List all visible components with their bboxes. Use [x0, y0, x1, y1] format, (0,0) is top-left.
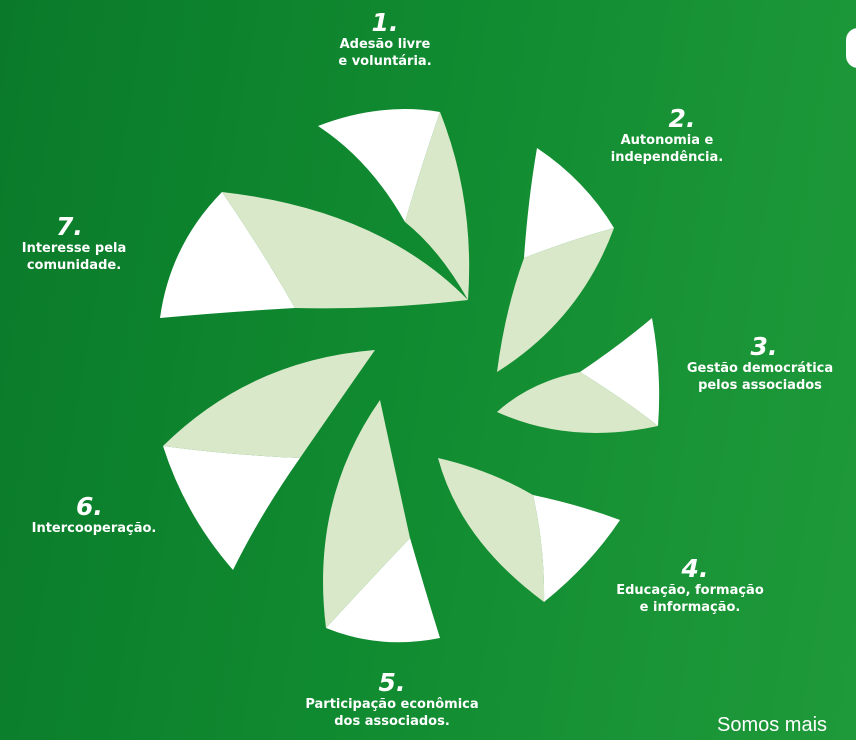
principle-5-line-1: Participação econômica [305, 697, 479, 712]
petal-1 [318, 109, 470, 300]
principle-2-line-1: Autonomia e [620, 133, 714, 148]
principle-3-number: 3. [750, 332, 778, 361]
petal-4 [438, 458, 620, 602]
petal-7 [160, 192, 468, 318]
principle-5: 5. Participação econômica dos associados… [284, 670, 500, 730]
principle-1-line-2: e voluntária. [338, 54, 432, 69]
principle-5-line-2: dos associados. [334, 714, 450, 729]
principle-1-number: 1. [371, 8, 399, 37]
principle-3-line-2: pelos associados [698, 378, 822, 393]
petal-3 [497, 318, 660, 433]
principle-4-number: 4. [681, 554, 709, 583]
principle-7: 7. Interesse pela comunidade. [4, 214, 144, 274]
tagline-text: Somos mais [717, 714, 828, 736]
principle-1: 1. Adesão livre e voluntária. [310, 10, 460, 70]
principle-4: 4. Educação, formação e informação. [600, 556, 780, 616]
principle-7-number: 7. [56, 212, 83, 241]
principle-3: 3. Gestão democrática pelos associados [678, 334, 842, 394]
principle-2: 2. Autonomia e independência. [592, 106, 742, 166]
principle-7-line-1: Interesse pela [21, 241, 127, 256]
principle-6-line-1: Intercooperação. [31, 521, 157, 536]
principle-4-line-2: e informação. [639, 600, 741, 615]
principle-5-number: 5. [378, 668, 406, 697]
principle-2-number: 2. [668, 104, 696, 133]
corner-shape [846, 28, 856, 68]
petal-6 [163, 350, 375, 570]
principle-7-line-2: comunidade. [26, 258, 122, 273]
principle-4-line-1: Educação, formação [616, 583, 764, 598]
principle-3-line-1: Gestão democrática [686, 361, 834, 376]
principle-6-number: 6. [76, 492, 103, 521]
petal-5 [323, 400, 440, 643]
principle-1-line-1: Adesão livre [339, 37, 431, 52]
principle-6: 6. Intercooperação. [14, 494, 174, 537]
petal-2 [497, 148, 614, 372]
principle-2-line-2: independência. [610, 150, 724, 165]
